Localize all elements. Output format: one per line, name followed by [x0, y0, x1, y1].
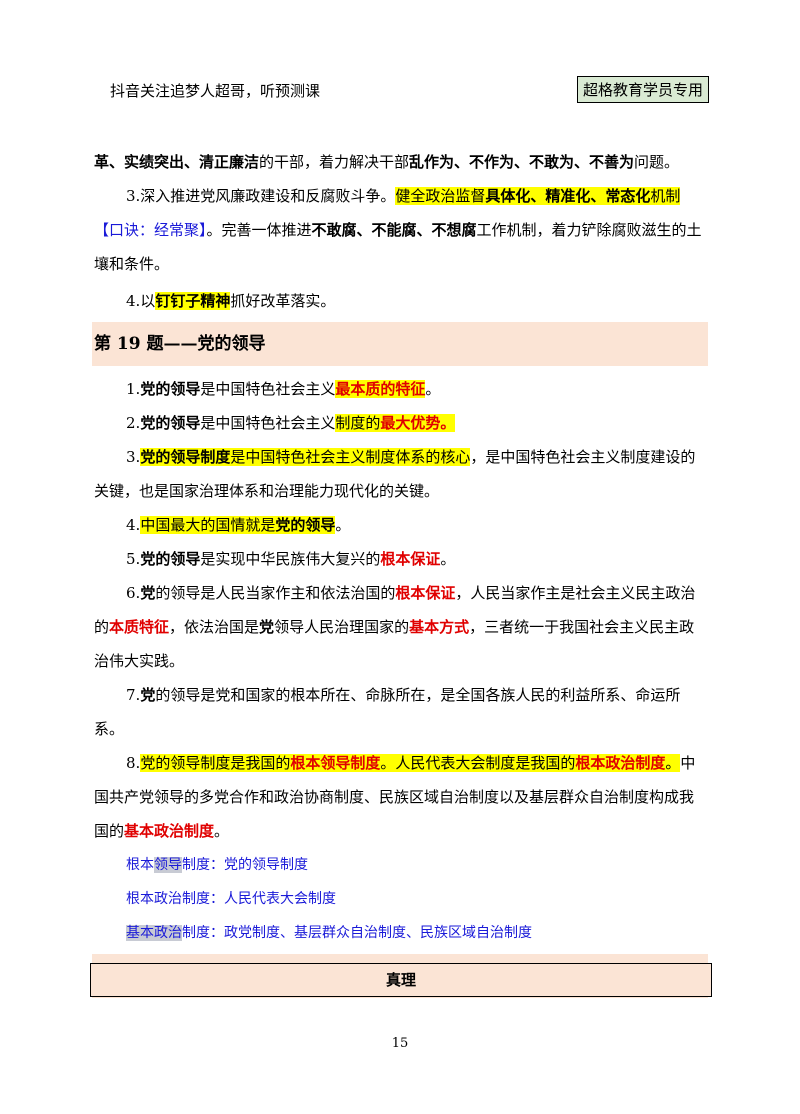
header-badge: 超格教育学员专用 [577, 76, 710, 103]
text: 4.以 [126, 292, 156, 310]
text: 3.深入推进党风廉政建设和反腐败斗争。 [126, 187, 396, 205]
text: 的干部，着力解决干部 [259, 153, 410, 171]
highlight-bold-text: 具体化、精准化、常态化 [485, 187, 651, 205]
item-19-6: 6.党的领导是人民当家作主和依法治国的根本保证，人民当家作主是社会主义民主政治的… [94, 584, 696, 670]
item-3: 3.深入推进党风廉政建设和反腐败斗争。健全政治监督具体化、精准化、常态化机制【口… [94, 179, 706, 281]
sub-line-leadership: 根本领导制度：党的领导制度 [126, 857, 308, 873]
item-19-4: 4.中国最大的国情就是党的领导。 [126, 516, 351, 534]
page-number: 15 [391, 1036, 409, 1051]
highlight-text: 健全政治监督 [395, 187, 486, 205]
item-19-8: 8.党的领导制度是我国的根本领导制度。人民代表大会制度是我国的根本政治制度。中国… [94, 754, 696, 840]
header-left-text: 抖音关注追梦人超哥，听预测课 [110, 82, 321, 100]
item-19-2: 2.党的领导是中国特色社会主义制度的最大优势。 [126, 414, 456, 432]
text: 。完善一体推进 [206, 221, 312, 239]
bold-text: 不敢腐、不能腐、不想腐 [311, 221, 477, 239]
item-19-5: 5.党的领导是实现中华民族伟大复兴的根本保证。 [126, 550, 456, 568]
text: 工作机制，着力铲除腐败滋生的土壤和条件。 [94, 221, 702, 273]
item-4: 4.以钉钉子精神抓好改革落实。 [94, 284, 706, 318]
item-19-1: 1.党的领导是中国特色社会主义最本质的特征。 [126, 380, 441, 398]
item-19-7: 7.党的领导是党和国家的根本所在、命脉所在，是全国各族人民的利益所系、命运所系。 [94, 686, 681, 738]
document-body: 革、实绩突出、清正廉洁的干部，着力解决干部乱作为、不作为、不敢为、不善为问题。 … [92, 145, 708, 1004]
item-19-3: 3.党的领导制度是中国特色社会主义制度体系的核心，是中国特色社会主义制度建设的关… [94, 448, 696, 500]
truth-table-header: 真理 [90, 963, 712, 997]
section-heading-19: 第 19 题——党的领导 [92, 322, 708, 366]
highlight-bold-text: 钉钉子精神 [155, 292, 231, 310]
highlight-text: 机制 [650, 187, 681, 205]
text: 问题。 [634, 153, 680, 171]
bold-text: 革、实绩突出、清正廉洁 [94, 153, 260, 171]
bold-text: 乱作为、不作为、不敢为、不善为 [409, 153, 635, 171]
sub-line-political: 根本政治制度：人民代表大会制度 [126, 891, 336, 907]
paragraph-top-continuation: 革、实绩突出、清正廉洁的干部，着力解决干部乱作为、不作为、不敢为、不善为问题。 [94, 145, 706, 179]
sub-line-basic-political: 基本政治制度：政党制度、基层群众自治制度、民族区域自治制度 [126, 925, 532, 941]
text: 抓好改革落实。 [230, 292, 336, 310]
mnemonic-text: 【口诀：经常聚】 [94, 221, 207, 239]
